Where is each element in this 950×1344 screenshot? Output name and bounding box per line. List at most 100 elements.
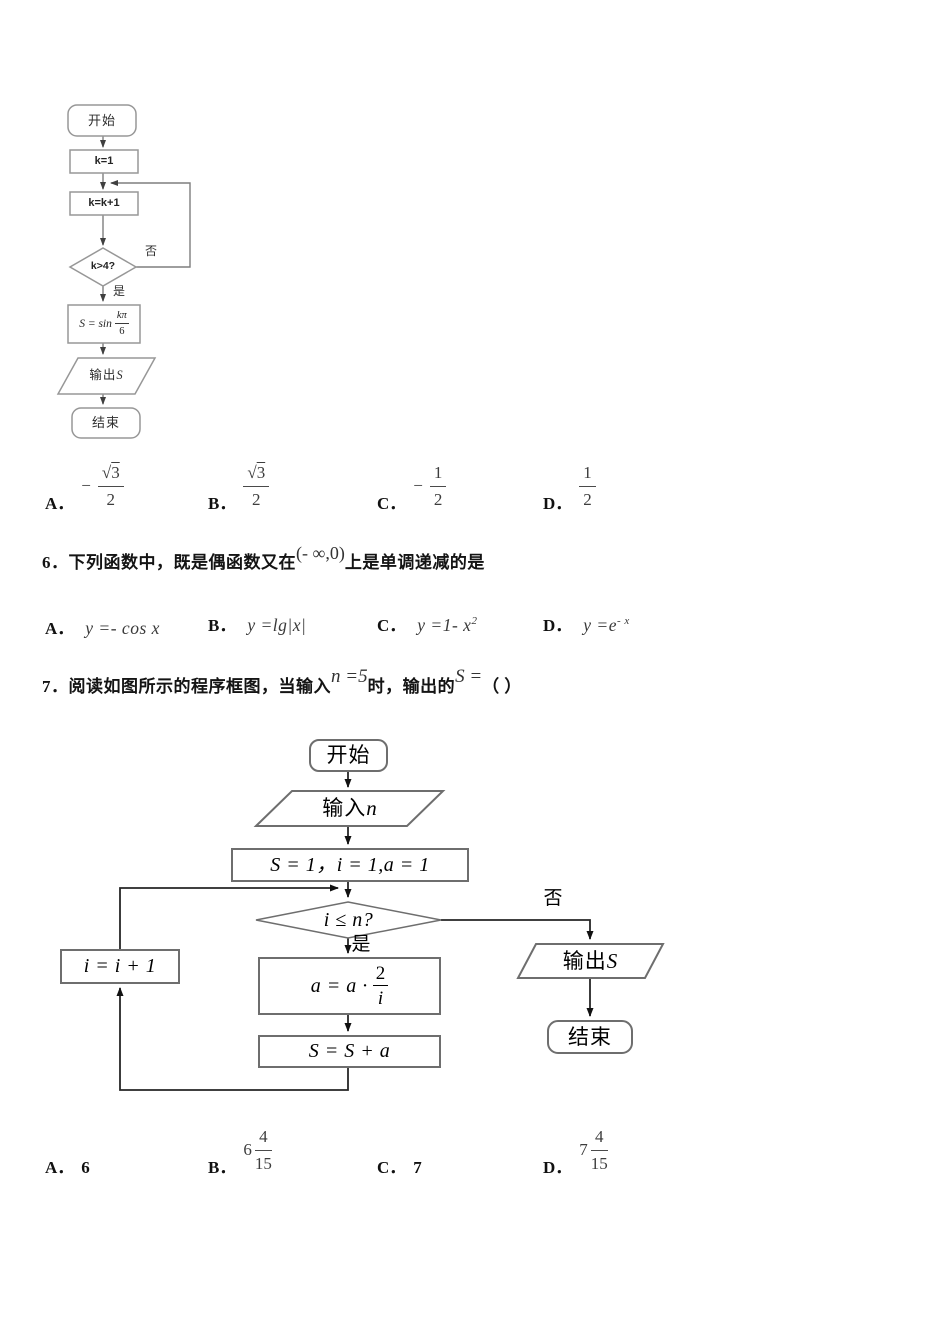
fc2-cond-label: i ≤ n? <box>323 908 374 931</box>
fc2-a-prefix: a = a · <box>310 974 368 997</box>
q7-option-b-den: 15 <box>254 1154 272 1173</box>
q7-text-mid: 时，输出的 <box>367 677 456 696</box>
fc1-cond-label: k>4? <box>90 260 116 273</box>
fc2-loop-s-to-i <box>116 987 349 1091</box>
fc1-s-fraction-den: 6 <box>119 325 125 337</box>
q5-option-c: C． − 1 2 <box>377 458 447 514</box>
question-7-text: 7．阅读如图所示的程序框图，当输入n =5时，输出的S =（ ） <box>42 666 522 698</box>
q5-option-c-num: 1 <box>429 462 447 487</box>
fc1-output-node <box>56 357 157 395</box>
q5-option-b-num: √3 <box>243 462 270 487</box>
q6-text-pre: 6．下列函数中，既是偶函数又在 <box>42 553 296 572</box>
q7-option-d-num: 4 <box>591 1126 608 1151</box>
question-7-flowchart-drawing <box>60 739 665 1091</box>
fc1-s-formula: S = sin kπ 6 <box>68 305 140 343</box>
q7-option-b-label: B． <box>208 1158 237 1178</box>
q5-option-c-label: C． <box>377 494 407 514</box>
q6-option-a: A． y =- cos x <box>45 614 160 639</box>
question-6-text: 6．下列函数中，既是偶函数又在(- ∞,0)上是单调递减的是 <box>42 543 485 573</box>
fc1-process-s <box>67 304 141 344</box>
q6-option-a-label: A． <box>45 619 75 638</box>
q6-text-post: 上是单调递减的是 <box>344 553 485 572</box>
q5-option-a-fraction: √3 2 <box>97 462 124 509</box>
fc2-output-text: 输出 <box>562 948 607 973</box>
fc1-yes-label: 是 <box>112 283 125 298</box>
fc2-no-branch <box>441 919 594 940</box>
q5-option-a-label: A． <box>45 494 75 514</box>
q6-option-b-formula: y =lg|x| <box>247 615 307 635</box>
q7-option-b: B． 6 4 15 <box>208 1122 272 1178</box>
fc2-input-text: 输入 <box>322 796 367 821</box>
fc1-decision-node <box>68 247 138 287</box>
q7-output-expression: S = <box>455 666 483 687</box>
fc2-start-node <box>309 739 388 772</box>
q5-option-b-label: B． <box>208 494 237 514</box>
fc1-end-label: 结束 <box>91 415 120 431</box>
q6-option-d: D． y =e- x <box>543 611 630 636</box>
q5-option-a: A． − √3 2 <box>45 458 124 514</box>
fc2-end-label: 结束 <box>568 1024 612 1049</box>
q6-option-c-label: C． <box>377 616 407 635</box>
q5-option-a-den: 2 <box>106 490 116 509</box>
fc1-process-k1 <box>69 149 139 174</box>
fc1-k1-label: k=1 <box>94 154 114 167</box>
q5-option-c-fraction: 1 2 <box>429 462 447 509</box>
question-7-options-row: A． 6 B． 6 4 15 C． 7 D． 7 4 15 <box>0 1122 950 1180</box>
fc2-loop-i-to-cond <box>119 884 339 950</box>
q5-option-a-minus: − <box>81 476 91 495</box>
fc1-start-node <box>67 104 137 137</box>
q7-option-a-label: A． <box>45 1158 75 1178</box>
q7-paren: （ ） <box>482 677 522 696</box>
q5-option-c-minus: − <box>413 476 423 495</box>
question-6-options-row: A． y =- cos x B． y =lg|x| C． y =1- x2 D．… <box>0 608 950 648</box>
fc2-no-label: 否 <box>543 888 563 910</box>
fc2-decision-node <box>255 901 442 939</box>
fc2-process-s-node <box>258 1035 441 1068</box>
q6-option-c-exponent: 2 <box>471 615 478 628</box>
fc1-process-kk1 <box>69 191 139 216</box>
q7-text-pre: 7．阅读如图所示的程序框图，当输入 <box>42 677 331 696</box>
question-5-flowchart-drawing <box>56 104 191 439</box>
fc2-process-a-node <box>258 957 441 1015</box>
q5-option-a-radical-sign: √ <box>101 463 112 483</box>
fc2-a-fraction-den: i <box>377 988 384 1009</box>
fc2-process-i-node <box>60 949 180 984</box>
q7-option-b-whole: 6 <box>243 1140 252 1159</box>
q5-option-d-fraction: 1 2 <box>579 462 596 509</box>
q5-option-a-radicand: 3 <box>111 463 120 483</box>
q6-option-c-formula: y =1- x2 <box>417 615 477 636</box>
q5-option-b-fraction: √3 2 <box>243 462 270 509</box>
q6-interval: (- ∞,0) <box>296 543 345 563</box>
fc1-output-text: 输出 <box>89 368 117 383</box>
q6-option-b-label: B． <box>208 616 237 635</box>
fc2-start-label: 开始 <box>326 743 371 768</box>
q5-option-d: D． 1 2 <box>543 458 596 514</box>
q7-option-b-num: 4 <box>255 1126 272 1151</box>
fc1-s-fraction: kπ 6 <box>114 310 129 337</box>
question-5-options-row: A． − √3 2 B． √3 2 C． − 1 2 D． 1 2 <box>0 458 950 516</box>
q6-option-a-formula: y =- cos x <box>85 618 160 638</box>
fc2-output-var: S <box>606 948 619 973</box>
q6-option-d-formula: y =e- x <box>583 615 630 636</box>
fc2-output-node <box>516 943 665 979</box>
q7-input-expression: n =5 <box>331 666 368 687</box>
fc2-init-node <box>231 848 469 882</box>
fc1-no-label: 否 <box>144 243 157 258</box>
q5-option-a-num: √3 <box>97 462 124 487</box>
q7-option-a-value: 6 <box>81 1158 90 1178</box>
q5-option-d-num: 1 <box>579 462 596 487</box>
q7-option-b-fraction: 4 15 <box>255 1126 272 1173</box>
q5-option-b-radicand: 3 <box>256 463 266 483</box>
q5-option-d-label: D． <box>543 494 573 514</box>
q6-option-c: C． y =1- x2 <box>377 611 477 636</box>
fc1-kk1-label: k=k+1 <box>88 196 120 209</box>
q7-option-d-fraction: 4 15 <box>591 1126 608 1173</box>
fc2-input-var: n <box>366 796 378 821</box>
fc2-end-node <box>547 1020 633 1054</box>
q5-option-b-den: 2 <box>252 490 261 509</box>
fc1-start-label: 开始 <box>87 112 116 128</box>
